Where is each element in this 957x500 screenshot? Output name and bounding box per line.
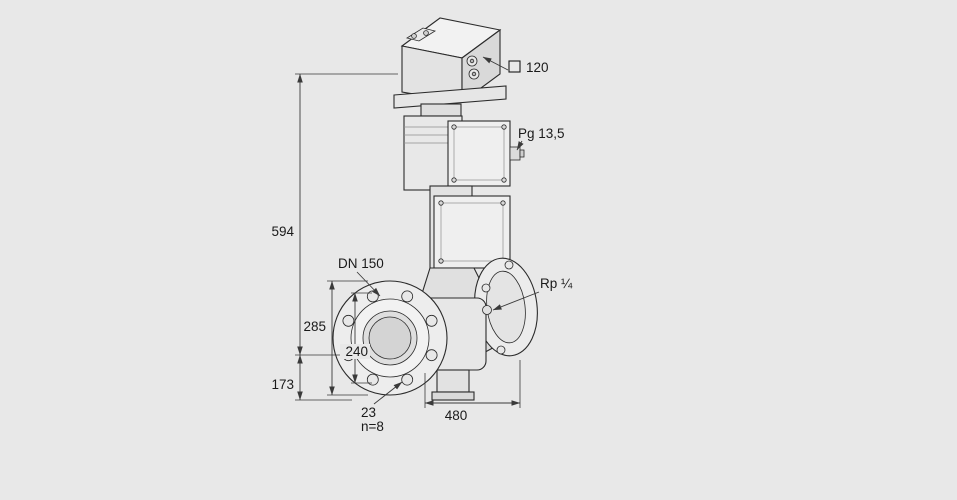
connector-pin-icon bbox=[469, 58, 475, 64]
corner-screw-icon bbox=[438, 200, 444, 206]
lower-junction-box bbox=[433, 195, 511, 269]
outlet-bolt-hole bbox=[496, 345, 506, 355]
corner-screw-icon bbox=[501, 177, 507, 183]
dimension-annotations: 594 173 285 240 bbox=[271, 56, 573, 434]
dim-480-label: 480 bbox=[445, 408, 468, 423]
square-symbol-icon bbox=[508, 60, 521, 73]
connector-pin-icon bbox=[471, 71, 477, 77]
dim-240: 240 bbox=[340, 292, 372, 384]
bolt-diameter-label: 23 bbox=[361, 405, 376, 420]
outlet-bolt-hole bbox=[504, 260, 514, 270]
callout-dn150: DN 150 bbox=[338, 256, 384, 297]
outlet-pipe bbox=[436, 369, 470, 393]
dim-173-label: 173 bbox=[271, 377, 294, 392]
corner-screw-icon bbox=[451, 177, 457, 183]
flange-bore-inner bbox=[368, 316, 412, 360]
upper-neck bbox=[420, 103, 462, 117]
rp-tap-fitting bbox=[482, 305, 492, 315]
cable-gland-fitting bbox=[509, 146, 521, 161]
square-size-label: 120 bbox=[526, 60, 549, 75]
bolt-count-label: n=8 bbox=[361, 419, 384, 434]
outlet-cap bbox=[431, 391, 475, 401]
dn150-label: DN 150 bbox=[338, 256, 384, 271]
terminal-screw-icon bbox=[423, 30, 429, 36]
bottom-outlet bbox=[431, 369, 475, 401]
cable-gland-tip bbox=[519, 149, 525, 158]
mounting-plate bbox=[393, 85, 507, 109]
valve-figure bbox=[332, 17, 538, 401]
dim-285: 285 bbox=[303, 280, 368, 396]
outlet-bolt-hole bbox=[481, 283, 491, 293]
dim-173: 173 bbox=[271, 354, 352, 401]
dim-285-label: 285 bbox=[303, 319, 326, 334]
callout-pg: Pg 13,5 bbox=[516, 126, 565, 151]
corner-screw-icon bbox=[438, 258, 444, 264]
pg-gland-label: Pg 13,5 bbox=[518, 126, 565, 141]
dim-240-label: 240 bbox=[345, 344, 368, 359]
callout-rp: Rp ¼ bbox=[492, 276, 573, 311]
actuator-head bbox=[400, 17, 502, 104]
inlet-flange bbox=[332, 280, 448, 396]
callout-bolt-holes: 23 n=8 bbox=[361, 381, 403, 434]
upper-junction-box bbox=[447, 120, 525, 187]
callout-square-120: 120 bbox=[482, 56, 549, 75]
rp-tap-label: Rp ¼ bbox=[540, 276, 573, 291]
actuator-side-face bbox=[461, 28, 501, 104]
dim-594-label: 594 bbox=[271, 224, 294, 239]
corner-screw-icon bbox=[500, 200, 506, 206]
corner-screw-icon bbox=[451, 124, 457, 130]
dim-594: 594 bbox=[271, 73, 398, 356]
corner-screw-icon bbox=[501, 124, 507, 130]
terminal-screw-icon bbox=[411, 33, 417, 39]
dim-480: 480 bbox=[424, 360, 521, 423]
